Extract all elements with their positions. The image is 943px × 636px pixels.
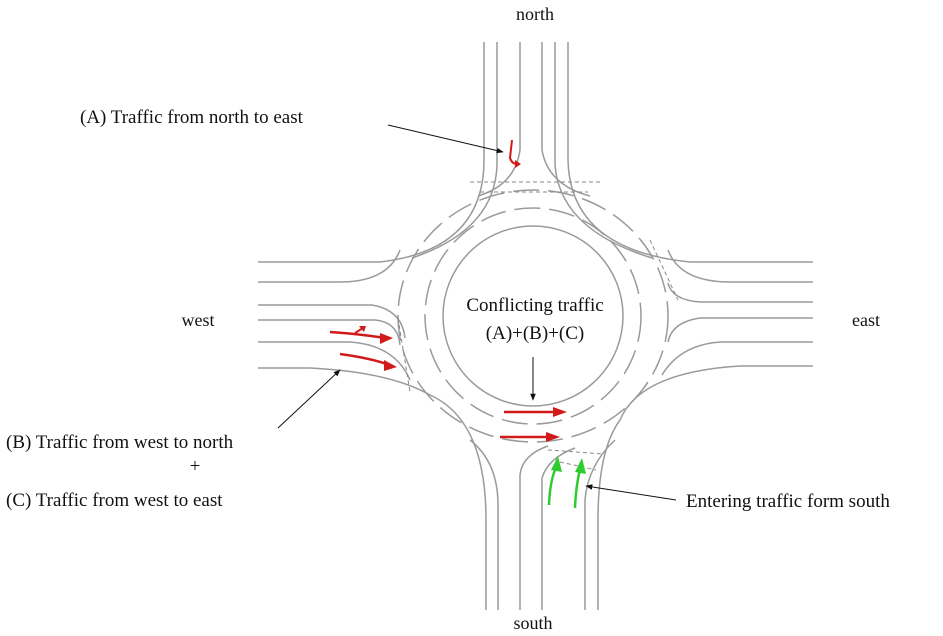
direction-east: east bbox=[852, 310, 880, 330]
traffic-a-arrowhead bbox=[515, 160, 521, 168]
north-arm-outer-right bbox=[567, 42, 813, 263]
traffic-arrows bbox=[329, 139, 586, 509]
west-arm-island-top bbox=[258, 304, 406, 339]
west-arm-lane-top bbox=[258, 249, 401, 283]
label-traffic-c: (C) Traffic from west to east bbox=[6, 490, 223, 511]
west-arm-island-bottom bbox=[258, 319, 401, 346]
leader-lines bbox=[277, 124, 677, 501]
traffic-a-arrow bbox=[508, 139, 518, 165]
leader-bc bbox=[277, 369, 341, 429]
north-arm-island-left bbox=[477, 42, 521, 197]
direction-north: north bbox=[516, 4, 554, 24]
east-arm-outer-bottom bbox=[597, 365, 813, 610]
west-arm-lane-bottom bbox=[258, 341, 411, 381]
east-arm-island-top bbox=[667, 282, 813, 303]
south-arm-lane-left bbox=[469, 439, 499, 610]
traffic-b-arrowhead bbox=[380, 333, 393, 344]
traffic-b-arrow bbox=[329, 330, 386, 340]
traffic-b-small-arrowhead bbox=[359, 326, 366, 332]
entering-arrow-left bbox=[547, 467, 558, 506]
label-conflict-line1: Conflicting traffic bbox=[466, 295, 603, 316]
traffic-c-arrow bbox=[339, 352, 391, 367]
south-arm-island-right bbox=[541, 447, 576, 610]
label-entering-traffic: Entering traffic form south bbox=[686, 491, 890, 512]
east-arm-island-bottom bbox=[667, 317, 813, 343]
label-plus: + bbox=[190, 456, 201, 477]
traffic-c-arrowhead bbox=[384, 360, 397, 371]
east-arm-lane-bottom bbox=[661, 341, 813, 376]
central-island bbox=[442, 225, 624, 407]
label-traffic-a: (A) Traffic from north to east bbox=[80, 107, 304, 128]
leader-a bbox=[387, 124, 504, 154]
west-yield-line bbox=[397, 317, 411, 393]
south-arm-lane-right bbox=[584, 439, 616, 610]
entering-arrowhead-right bbox=[575, 458, 586, 474]
direction-west: west bbox=[182, 310, 215, 330]
south-arm-island-left bbox=[519, 445, 549, 610]
north-arm-island-right bbox=[541, 42, 591, 197]
north-arm-outer-left bbox=[258, 42, 485, 263]
entering-arrow-right bbox=[573, 469, 582, 509]
leader-entering bbox=[585, 484, 677, 501]
entering-arrowhead-left bbox=[551, 456, 562, 472]
text-labels: north south west east (A) Traffic from n… bbox=[6, 4, 890, 633]
west-arm-outer-bottom bbox=[258, 367, 487, 610]
conflict-arrowhead-lower bbox=[546, 432, 560, 442]
north-yield-line bbox=[470, 181, 600, 193]
circulating-lane-divider-outer bbox=[397, 189, 669, 443]
circulating-lane-divider-inner bbox=[424, 207, 642, 425]
label-conflict-line2: (A)+(B)+(C) bbox=[486, 323, 584, 344]
east-yield-line bbox=[649, 239, 679, 301]
east-arm-lane-top bbox=[667, 249, 813, 283]
north-arm-lane-left bbox=[411, 42, 498, 259]
road-network bbox=[258, 42, 813, 610]
label-traffic-b: (B) Traffic from west to north bbox=[6, 432, 234, 453]
north-arm-lane-right bbox=[554, 42, 653, 259]
direction-south: south bbox=[513, 613, 552, 633]
south-yield-line bbox=[547, 449, 605, 471]
conflict-arrowhead-upper bbox=[553, 407, 567, 417]
